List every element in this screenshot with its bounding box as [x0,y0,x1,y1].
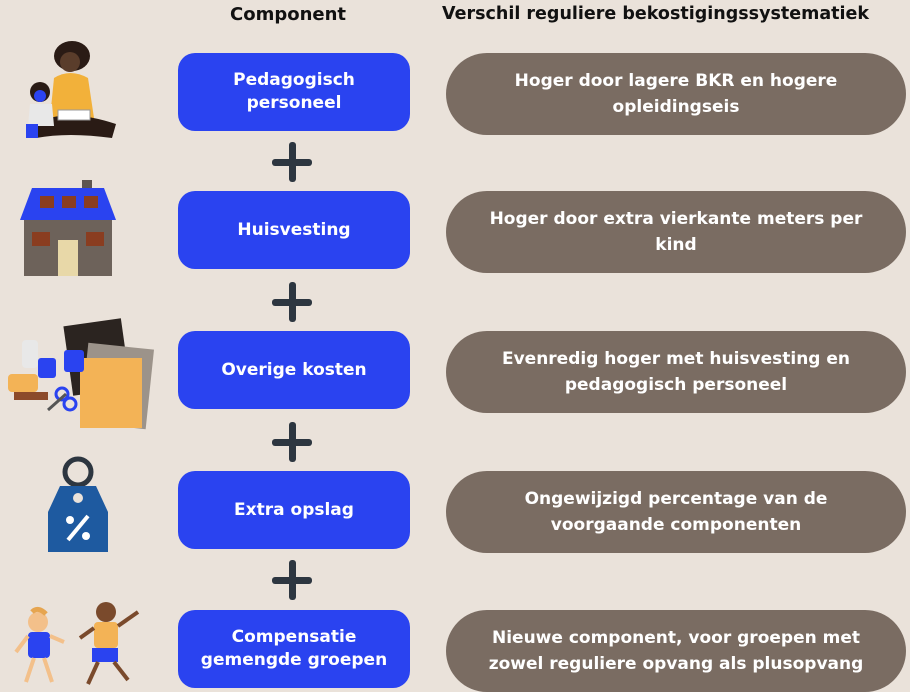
plus-icon [270,280,314,324]
office-supplies-icon [8,318,155,430]
difference-box-pedagogisch-personeel: Hoger door lagere BKR en hogere opleidin… [446,53,906,135]
plus-icon [270,140,314,184]
difference-box-extra-opslag: Ongewijzigd percentage van de voorgaande… [446,471,906,553]
plus-icon [270,420,314,464]
plus-icon [270,558,314,602]
playing-children-icon [14,602,140,685]
component-box-huisvesting: Huisvesting [178,191,410,269]
difference-box-huisvesting: Hoger door extra vierkante meters per ki… [446,191,906,273]
percent-tag-icon [48,456,108,552]
teacher-with-child-icon [26,41,116,138]
component-box-extra-opslag: Extra opslag [178,471,410,549]
difference-box-overige-kosten: Evenredig hoger met huisvesting en pedag… [446,331,906,413]
component-box-compensatie-gemengde-groepen: Compensatie gemengde groepen [178,610,410,688]
component-box-overige-kosten: Overige kosten [178,331,410,409]
difference-box-compensatie-gemengde-groepen: Nieuwe component, voor groepen met zowel… [446,610,906,692]
header-component: Component [230,4,347,25]
component-box-pedagogisch-personeel: Pedagogisch personeel [178,53,410,131]
header-difference: Verschil reguliere bekostigingssystemati… [442,4,870,24]
house-icon [20,180,116,276]
